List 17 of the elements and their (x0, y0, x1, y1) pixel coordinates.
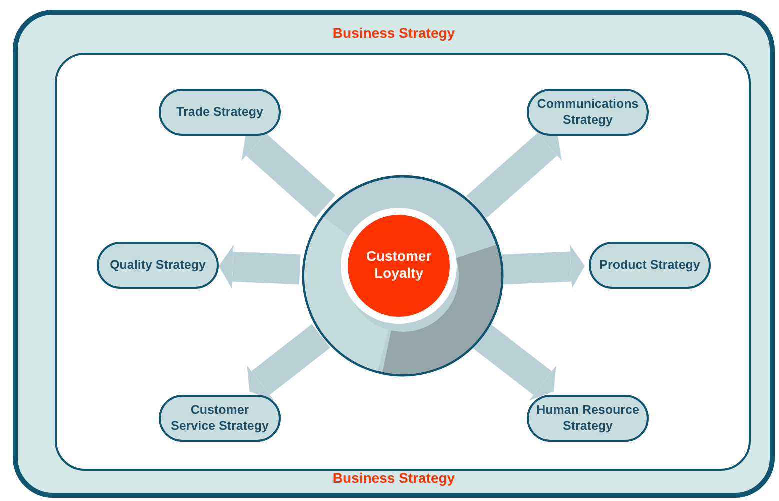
hub-circle (302, 175, 504, 377)
strategy-pill: Quality Strategy (97, 242, 219, 289)
outer-frame (13, 10, 775, 498)
thick-arrow (466, 128, 562, 218)
strategy-pill: Communications Strategy (527, 89, 649, 136)
frame-title: Business Strategy (332, 25, 456, 42)
strategy-pill: Customer Service Strategy (159, 395, 281, 442)
frame-title: Business Strategy (332, 470, 456, 487)
inner-panel (55, 53, 751, 471)
strategy-pill: Human Resource Strategy (527, 395, 649, 442)
thick-arrow (472, 324, 556, 401)
strategy-pill: Product Strategy (589, 242, 711, 289)
thick-arrow (247, 324, 331, 401)
hub-label: Customer Loyalty (365, 248, 433, 282)
strategy-pill: Trade Strategy (159, 89, 281, 136)
thick-arrow (219, 244, 301, 289)
thick-arrow (501, 244, 585, 289)
